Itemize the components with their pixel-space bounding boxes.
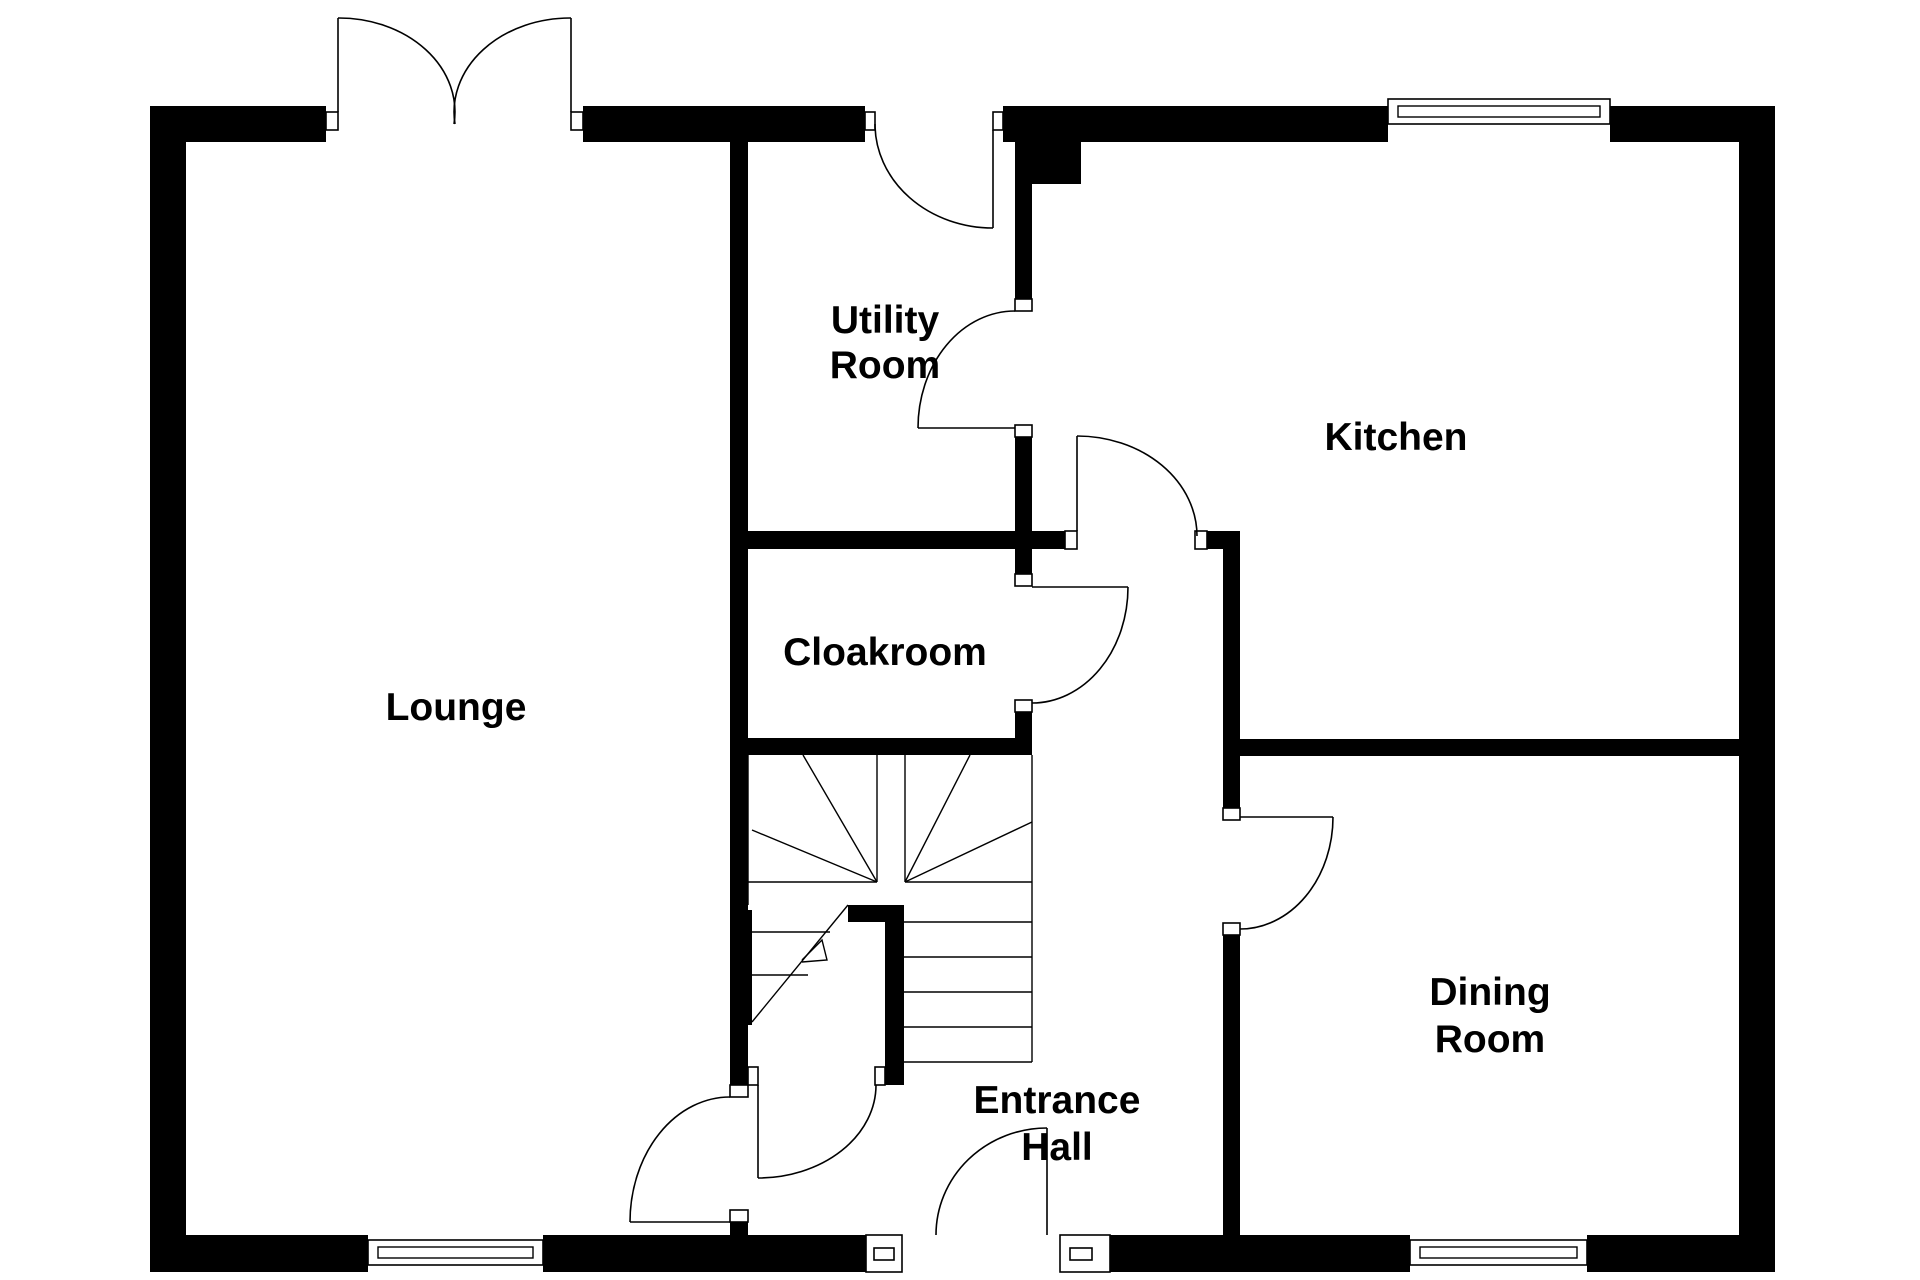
wall-left bbox=[150, 106, 186, 1272]
wall-kitchen-left bbox=[1223, 531, 1240, 808]
room-label-lounge: Lounge bbox=[386, 686, 527, 729]
lounge-french-doors bbox=[325, 17, 584, 131]
wall-stair-left bbox=[746, 910, 752, 1025]
wall-lounge-right-stub bbox=[730, 1222, 748, 1235]
wall-top-middle bbox=[583, 106, 865, 142]
wall-dining-left bbox=[1223, 935, 1240, 1235]
room-label-hall-line2: Hall bbox=[1021, 1126, 1093, 1169]
staircase bbox=[747, 754, 1033, 1063]
wall-top-right-a bbox=[1003, 106, 1388, 142]
lounge-door bbox=[629, 1084, 749, 1223]
wall-lounge-right bbox=[730, 142, 748, 1085]
walls bbox=[150, 106, 1775, 1272]
room-label-kitchen: Kitchen bbox=[1324, 416, 1467, 459]
dining-window bbox=[1409, 1239, 1588, 1266]
wall-bottom-mid bbox=[543, 1235, 866, 1272]
wall-bottom-right-b bbox=[1587, 1235, 1775, 1272]
room-label-cloakroom: Cloakroom bbox=[783, 631, 987, 674]
wall-bottom-right-a bbox=[1110, 1235, 1410, 1272]
kitchen-hall-door bbox=[1064, 435, 1208, 550]
wall-right bbox=[1739, 106, 1775, 1272]
wall-kitchen-dining bbox=[1240, 739, 1739, 756]
wall-stair-core bbox=[885, 905, 904, 1085]
cloakroom-door bbox=[1014, 573, 1129, 713]
utility-external-door bbox=[864, 111, 1004, 229]
front-door bbox=[865, 1127, 1111, 1273]
windows bbox=[367, 98, 1611, 1266]
understairs-door bbox=[747, 1066, 886, 1179]
kitchen-window bbox=[1387, 98, 1611, 125]
room-label-dining-line1: Dining bbox=[1429, 971, 1550, 1014]
wall-bottom-left bbox=[150, 1235, 368, 1272]
wall-utility-cloakroom bbox=[748, 531, 1065, 549]
room-label-utility-line2: Room bbox=[830, 344, 941, 387]
room-labels: Lounge Utility Room Kitchen Cloakroom Di… bbox=[386, 299, 1551, 1169]
kitchen-corner-block bbox=[1015, 142, 1081, 184]
room-label-hall-line1: Entrance bbox=[974, 1079, 1141, 1122]
wall-cloakroom-bottom bbox=[748, 738, 1032, 755]
utility-kitchen-door bbox=[917, 298, 1033, 438]
dining-door bbox=[1222, 807, 1334, 936]
room-label-dining-line2: Room bbox=[1435, 1018, 1546, 1061]
wall-cloakroom-right-top bbox=[1015, 549, 1032, 574]
lounge-window bbox=[367, 1239, 544, 1266]
room-label-utility-line1: Utility bbox=[831, 299, 940, 342]
doors bbox=[325, 17, 1334, 1273]
